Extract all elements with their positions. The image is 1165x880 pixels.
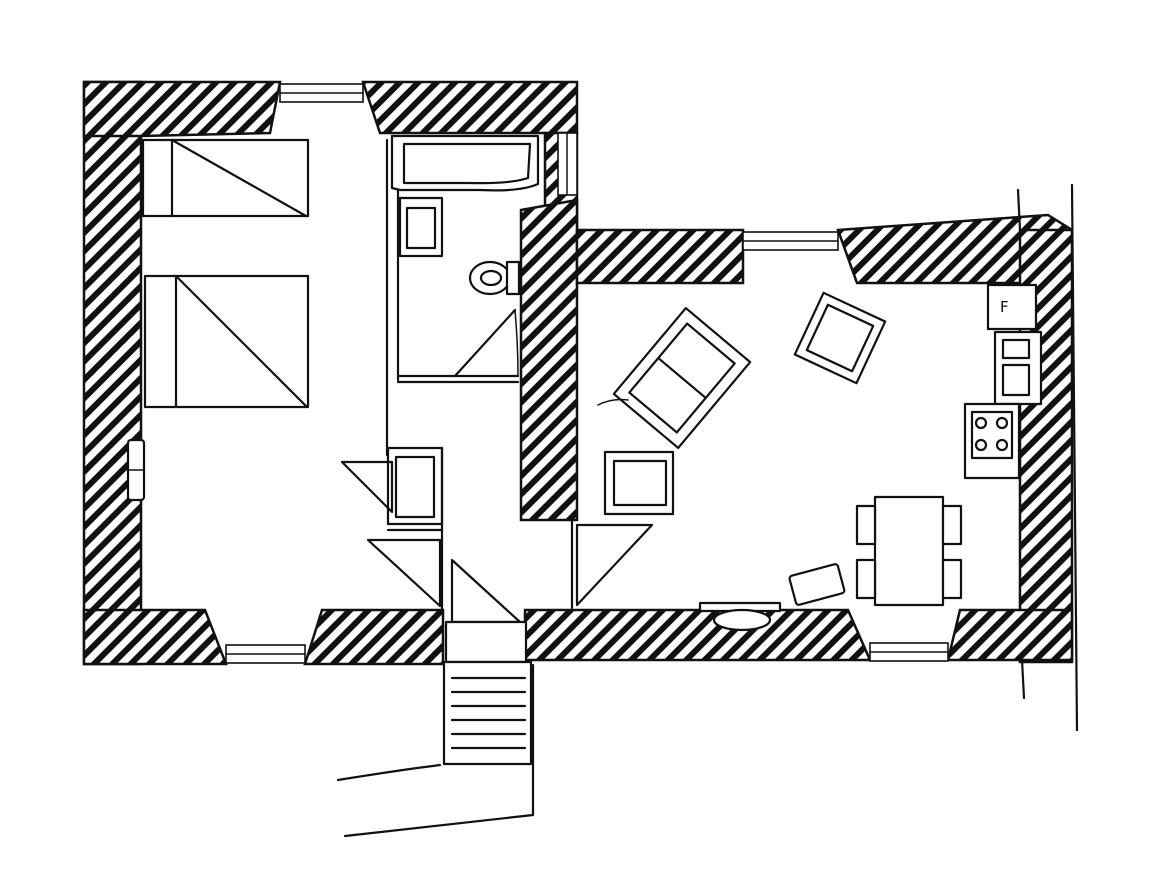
kitchen: F <box>963 283 1043 480</box>
north-wall-left-segment <box>82 80 282 138</box>
bathtub <box>390 134 540 192</box>
north-wall-right-segment <box>361 80 579 135</box>
toilet <box>468 260 521 296</box>
stove <box>963 402 1021 480</box>
north-wall-living-left <box>575 228 745 285</box>
left-wing-walls <box>82 80 579 666</box>
south-wall-living-left <box>523 608 872 662</box>
radiator-west-wall <box>126 438 146 502</box>
fridge <box>986 283 1038 331</box>
bedroom-door-swing <box>366 538 442 608</box>
exterior-east-edge <box>1016 183 1079 732</box>
bathroom <box>385 134 540 457</box>
hall-and-storage <box>340 446 654 664</box>
entry-threshold <box>444 620 528 664</box>
side-stool <box>788 563 846 606</box>
chair-west-top <box>855 504 877 546</box>
dining-set <box>698 495 963 632</box>
chair-east-top <box>941 504 963 546</box>
wardrobe-upper <box>141 138 310 218</box>
bed <box>143 274 310 409</box>
central-dividing-wall <box>519 198 579 522</box>
chair-east-bottom <box>941 558 963 600</box>
living-door-swing <box>575 523 654 607</box>
armchair-west <box>603 450 675 516</box>
garden-path <box>336 663 535 838</box>
entry-steps <box>442 660 533 766</box>
south-wall-left-segment <box>82 608 228 666</box>
west-outer-wall <box>82 80 143 666</box>
bedroom-furniture <box>141 138 310 409</box>
south-wall-mid-segment <box>303 608 445 666</box>
chair-west-bottom <box>855 558 877 600</box>
floor-object <box>712 608 772 632</box>
south-wall-living-right <box>946 608 1074 662</box>
dining-table <box>873 495 945 607</box>
bath-door-leaf <box>453 308 517 378</box>
closet-door-swing <box>340 460 394 514</box>
sofa <box>612 307 752 449</box>
fridge-label: F <box>1000 298 1009 316</box>
armchair-north <box>793 291 887 385</box>
entrance-door-swing <box>450 558 522 624</box>
living-room-furniture <box>597 291 887 516</box>
windows <box>225 83 949 664</box>
